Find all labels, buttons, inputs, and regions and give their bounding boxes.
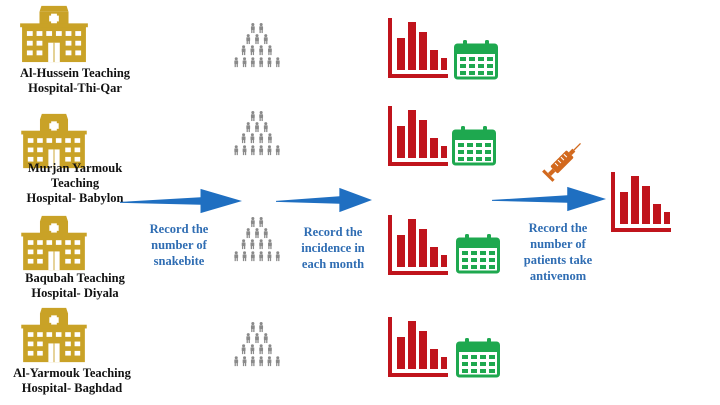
hospital-label-thi-qar: Al-Hussein Teaching Hospital-Thi-Qar — [0, 66, 150, 96]
step-label-line: antivenom — [529, 269, 587, 283]
people-group-icon — [233, 216, 281, 264]
hospital-label-line: Hospital- Diyala — [31, 286, 119, 300]
hospital-label-line: Al-Hussein Teaching — [19, 66, 131, 80]
step-label-line: Record the — [303, 225, 363, 239]
hospital-label-diyala: Baqubah Teaching Hospital- Diyala — [0, 271, 150, 301]
hospital-icon — [20, 214, 88, 272]
step-label-line: Record the — [528, 221, 588, 235]
step-label-antivenom: Record the number of patients take antiv… — [503, 220, 613, 284]
step-label-snakebite: Record the number of snakebite — [124, 221, 234, 269]
step-label-line: each month — [301, 257, 365, 271]
bar-chart-icon — [388, 317, 448, 377]
calendar-icon — [456, 338, 500, 378]
bar-chart-icon — [611, 172, 671, 232]
calendar-icon — [452, 126, 496, 166]
arrow-right-icon — [492, 185, 606, 213]
arrow-right-icon — [276, 186, 372, 214]
step-label-line: patients take — [523, 253, 593, 267]
hospital-label-line: Murjan Yarmouk — [27, 161, 123, 175]
step-label-line: number of — [530, 237, 586, 251]
bar-chart-icon — [388, 106, 448, 166]
hospital-icon — [20, 306, 88, 364]
hospital-label-babylon: Murjan Yarmouk Teaching Hospital- Babylo… — [0, 161, 150, 206]
people-group-icon — [233, 110, 281, 158]
hospital-label-baghdad: Al-Yarmouk Teaching Hospital- Baghdad — [0, 366, 152, 396]
bar-chart-icon — [388, 215, 448, 275]
people-group-icon — [233, 321, 281, 369]
step-label-line: snakebite — [153, 254, 205, 268]
calendar-icon — [454, 40, 498, 80]
syringe-icon — [542, 136, 588, 182]
hospital-label-line: Hospital- Baghdad — [21, 381, 123, 395]
people-group-icon — [233, 22, 281, 70]
step-label-line: number of — [151, 238, 207, 252]
hospital-icon — [20, 4, 88, 64]
step-label-line: incidence in — [301, 241, 365, 255]
step-label-line: Record the — [149, 222, 209, 236]
step-label-incidence: Record the incidence in each month — [278, 224, 388, 272]
hospital-label-line: Teaching — [50, 176, 100, 190]
bar-chart-icon — [388, 18, 448, 78]
hospital-label-line: Hospital-Thi-Qar — [28, 81, 122, 95]
calendar-icon — [456, 234, 500, 274]
hospital-label-line: Al-Yarmouk Teaching — [13, 366, 131, 380]
hospital-label-line: Hospital- Babylon — [26, 191, 124, 205]
arrow-right-icon — [120, 187, 242, 215]
hospital-label-line: Baqubah Teaching — [25, 271, 125, 285]
